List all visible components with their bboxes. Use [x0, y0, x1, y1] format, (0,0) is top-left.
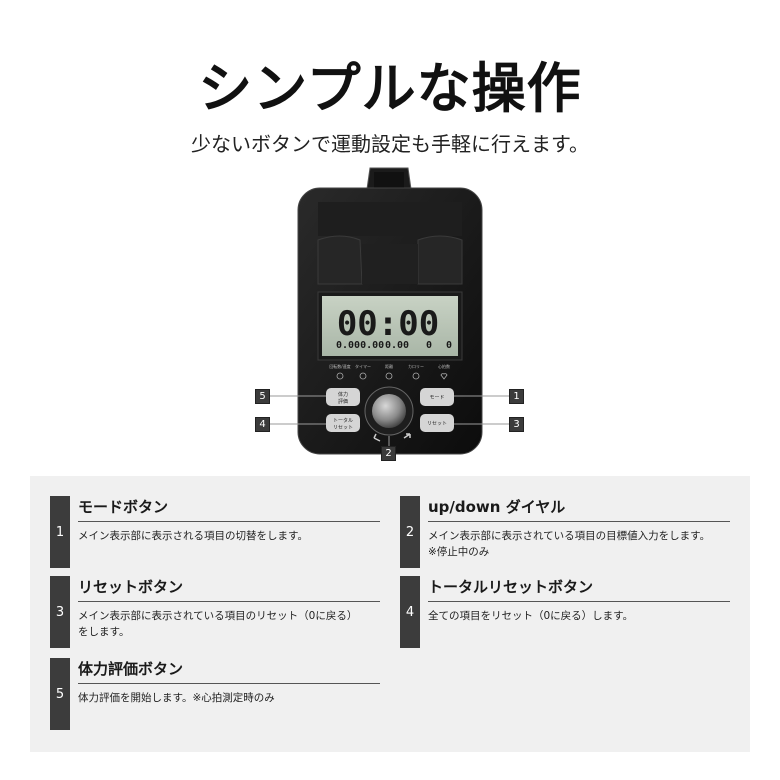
item-total-reset-button: 4 トータルリセットボタン 全ての項目をリセット（0に戻る）します。	[400, 576, 732, 648]
tairyoku-button[interactable]: 体力 評価	[326, 388, 360, 406]
svg-text:距離: 距離	[385, 363, 393, 369]
item-title: 体力評価ボタン	[78, 658, 380, 684]
svg-text:0: 0	[426, 340, 432, 351]
page-subtitle: 少ないボタンで運動設定も手軽に行えます。	[191, 132, 589, 156]
item-number: 3	[50, 576, 70, 648]
up-arrow-icon	[403, 433, 411, 439]
item-number: 2	[400, 496, 420, 568]
item-mode-button: 1 モードボタン メイン表示部に表示される項目の切替をします。	[50, 496, 382, 568]
indicator-row: 回転数/速度 タイマー 距離 カロリー 心拍数	[329, 363, 450, 369]
svg-text:トータル: トータル	[333, 417, 353, 424]
callout-2: 2	[381, 446, 396, 461]
svg-text:タイマー: タイマー	[355, 363, 371, 369]
svg-text:0.00: 0.00	[385, 340, 409, 351]
item-title: モードボタン	[78, 496, 380, 522]
svg-text:カロリー: カロリー	[408, 364, 424, 369]
svg-text:リセット: リセット	[427, 421, 447, 427]
item-description: メイン表示部に表示されている項目の目標値入力をします。 ※停止中のみ	[428, 530, 711, 558]
item-number: 4	[400, 576, 420, 648]
item-title: up/down ダイヤル	[428, 496, 730, 522]
item-up-down-dial: 2 up/down ダイヤル メイン表示部に表示されている項目の目標値入力をしま…	[400, 496, 732, 568]
svg-text:0.000.00: 0.000.00	[336, 340, 384, 351]
calorie-icon	[412, 372, 420, 380]
down-arrow-icon	[373, 433, 381, 442]
svg-text:心拍数: 心拍数	[438, 363, 450, 369]
item-number: 1	[50, 496, 70, 568]
item-tairyoku-button: 5 体力評価ボタン 体力評価を開始します。※心拍測定時のみ	[50, 658, 382, 730]
item-title: リセットボタン	[78, 576, 380, 602]
svg-text:体力: 体力	[338, 391, 348, 398]
lcd-screen	[322, 296, 458, 356]
item-description: メイン表示部に表示されている項目のリセット（0に戻る） をします。	[78, 610, 358, 638]
callout-1: 1	[509, 389, 524, 404]
callout-3: 3	[509, 417, 524, 432]
callout-5: 5	[255, 389, 270, 404]
rpm-icon	[336, 372, 344, 380]
info-panel: 1 モードボタン メイン表示部に表示される項目の切替をします。 2 up/dow…	[30, 476, 750, 752]
item-description: 体力評価を開始します。※心拍測定時のみ	[78, 692, 275, 704]
svg-text:回転数/速度: 回転数/速度	[329, 363, 350, 369]
heart-icon	[440, 373, 448, 380]
item-title: トータルリセットボタン	[428, 576, 730, 602]
page-title: シンプルな操作	[198, 57, 582, 120]
svg-text:評価: 評価	[338, 398, 348, 405]
callout-4: 4	[255, 417, 270, 432]
mode-button[interactable]: モード	[420, 388, 454, 406]
timer-icon	[359, 372, 367, 380]
total-reset-button[interactable]: トータル リセット	[326, 414, 360, 432]
distance-icon	[385, 372, 393, 380]
reset-button[interactable]: リセット	[420, 414, 454, 432]
item-number: 5	[50, 658, 70, 730]
svg-text:モード: モード	[429, 395, 444, 401]
lcd-main-time: 00:00	[337, 304, 439, 344]
item-description: メイン表示部に表示される項目の切替をします。	[78, 530, 308, 542]
item-description: 全ての項目をリセット（0に戻る）します。	[428, 610, 634, 622]
item-reset-button: 3 リセットボタン メイン表示部に表示されている項目のリセット（0に戻る） をし…	[50, 576, 382, 648]
up-down-dial	[372, 394, 406, 428]
svg-text:0: 0	[446, 340, 452, 351]
console-illustration: 00:00 0.000.00 0.00 0 0 回転数/速度 タイマー 距離 カ…	[270, 167, 509, 455]
svg-text:リセット: リセット	[333, 425, 353, 431]
